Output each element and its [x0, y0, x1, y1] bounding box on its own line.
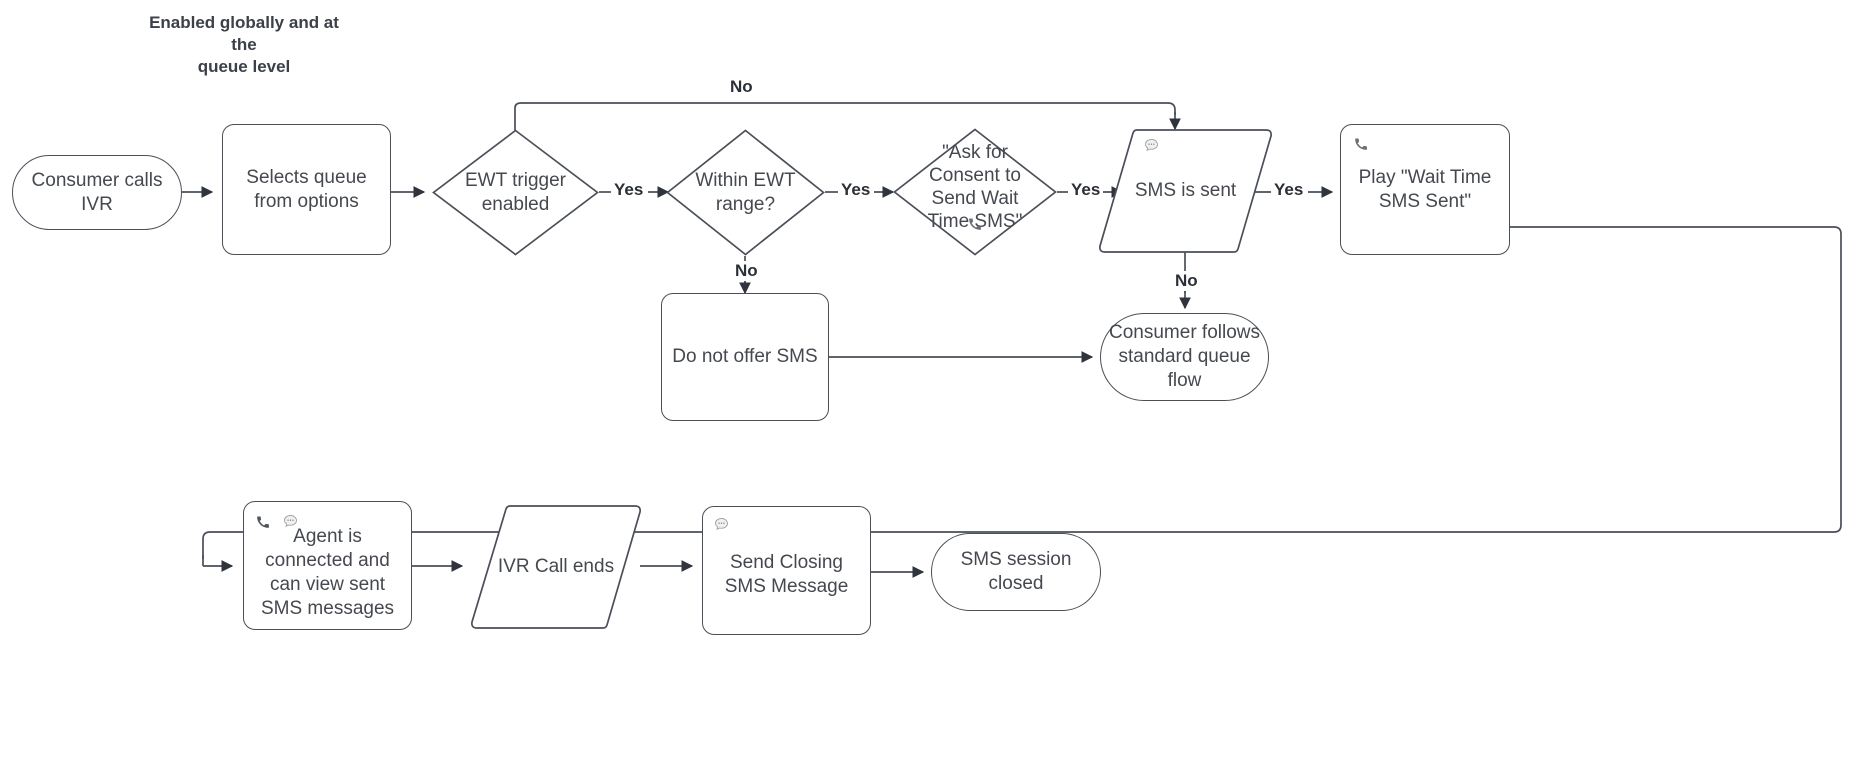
node-label: IVR Call ends: [497, 556, 615, 577]
node-label: Do not offer SMS: [672, 346, 818, 367]
edge-ewt-no-loop: [514, 102, 1176, 130]
edge-label-consent-yes: Yes: [1068, 180, 1104, 200]
node-sms-session-closed[interactable]: SMS session closed: [931, 533, 1101, 611]
node-within-ewt-range[interactable]: Within EWT range?: [666, 129, 825, 256]
node-icons: [256, 513, 299, 530]
node-consumer-calls-ivr[interactable]: Consumer calls IVR: [12, 155, 182, 230]
node-icons: [1143, 137, 1160, 154]
edge-label-range-yes: Yes: [838, 180, 874, 200]
phone-icon: [256, 515, 270, 529]
node-play-wait-time-sms-sent[interactable]: Play "Wait Time SMS Sent": [1340, 124, 1510, 255]
chat-bubble-icon: [1143, 137, 1160, 154]
node-ewt-trigger-enabled[interactable]: EWT trigger enabled: [432, 129, 599, 256]
node-selects-queue[interactable]: Selects queue from options: [222, 124, 391, 255]
node-consumer-follows-queue[interactable]: Consumer follows standard queue flow: [1100, 313, 1269, 401]
node-do-not-offer-sms[interactable]: Do not offer SMS: [661, 293, 829, 421]
chat-bubble-icon: [713, 516, 730, 533]
node-icons: [1354, 137, 1368, 151]
node-label: Agent is connected and can view sent SMS…: [260, 525, 395, 619]
edge-label-ewt-no: No: [727, 77, 756, 97]
node-send-closing-sms[interactable]: Send Closing SMS Message: [702, 506, 871, 635]
node-agent-connected[interactable]: Agent is connected and can view sent SMS…: [243, 501, 412, 630]
node-label: "Ask for Consent to Send Wait Time SMS": [927, 142, 1023, 232]
phone-icon: [1354, 137, 1368, 151]
node-label: EWT trigger enabled: [464, 169, 566, 215]
node-label: SMS session closed: [960, 549, 1072, 594]
edge-label-sms-no: No: [1172, 271, 1201, 291]
page-title: Enabled globally and at the queue level: [149, 13, 339, 76]
edge-label-sms-yes: Yes: [1271, 180, 1307, 200]
node-label: Play "Wait Time SMS Sent": [1358, 166, 1492, 212]
phone-icon: [968, 214, 982, 238]
node-ivr-call-ends[interactable]: IVR Call ends: [470, 504, 642, 630]
node-label: Selects queue from options: [246, 166, 367, 212]
node-label: SMS is sent: [1134, 180, 1237, 201]
node-ask-for-consent[interactable]: "Ask for Consent to Send Wait Time SMS": [893, 128, 1057, 256]
node-label: Send Closing SMS Message: [724, 551, 849, 597]
edge-label-ewt-yes: Yes: [611, 180, 647, 200]
node-label: Within EWT range?: [695, 169, 796, 215]
edge-label-range-no: No: [732, 261, 761, 281]
edge-play-to-agent-return: [202, 226, 1842, 559]
node-icons: [713, 516, 730, 533]
node-label: Consumer calls IVR: [31, 169, 163, 215]
chat-bubble-icon: [282, 513, 299, 530]
node-label: Consumer follows standard queue flow: [1109, 322, 1260, 391]
node-sms-is-sent[interactable]: SMS is sent: [1098, 128, 1273, 254]
